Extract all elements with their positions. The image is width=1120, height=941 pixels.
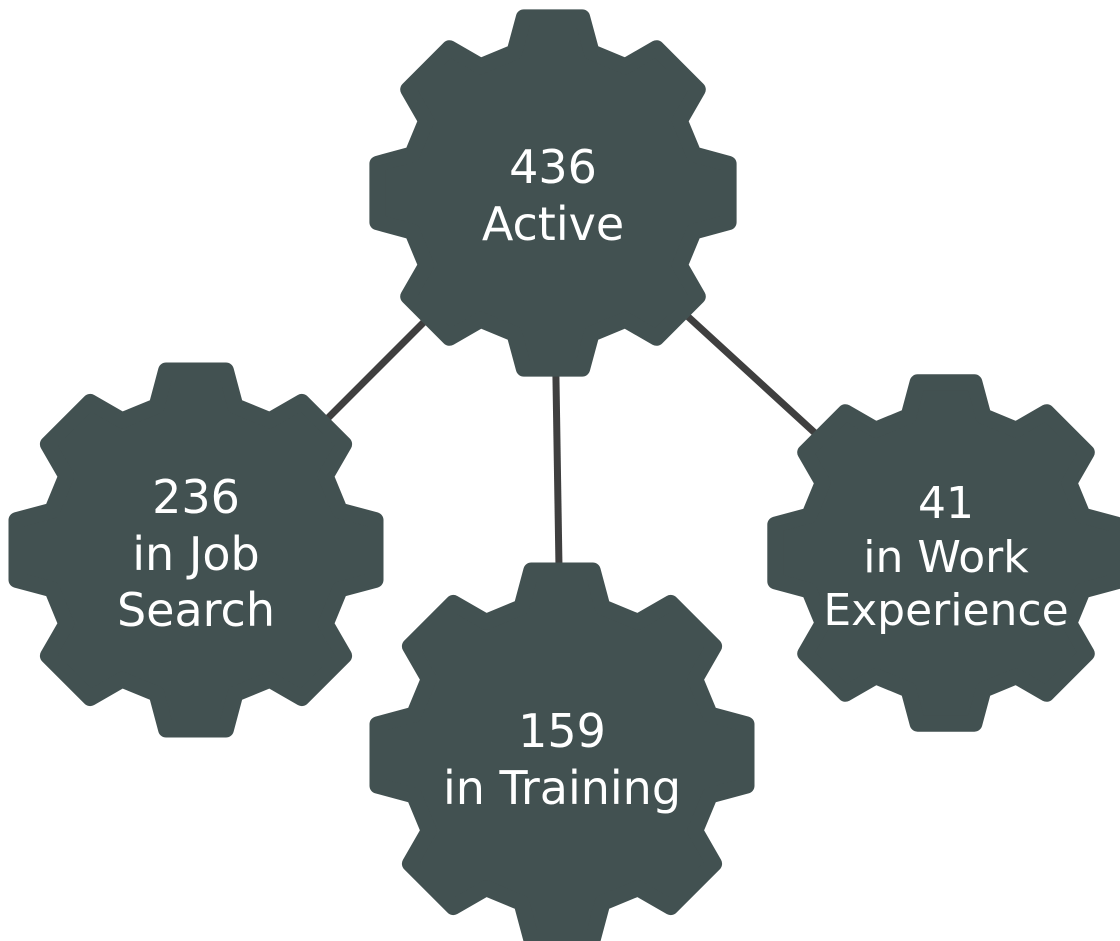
gear-count: 436 bbox=[509, 140, 597, 194]
gear-icon bbox=[369, 9, 737, 377]
gear-icon bbox=[8, 362, 384, 738]
gear-caption-line: Search bbox=[117, 583, 275, 637]
gear-caption-line: in Training bbox=[443, 761, 681, 815]
gear-caption-line: Active bbox=[482, 197, 624, 251]
gear-caption-line: in Job bbox=[132, 527, 259, 581]
gear-count: 41 bbox=[918, 478, 974, 529]
gear-caption-line: Experience bbox=[823, 585, 1068, 636]
gear-count: 236 bbox=[152, 470, 240, 524]
gear-count: 159 bbox=[518, 704, 606, 758]
gear-icon bbox=[767, 374, 1120, 732]
gear-icon bbox=[369, 562, 755, 941]
gear-caption-line: in Work bbox=[863, 532, 1029, 583]
